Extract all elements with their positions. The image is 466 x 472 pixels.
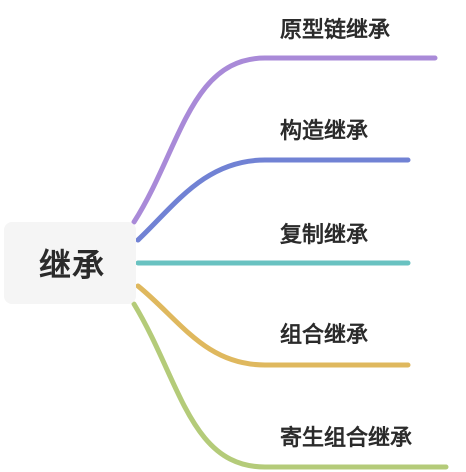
branch-label-prototype-chain[interactable]: 原型链继承	[280, 18, 391, 43]
connector-branch-parasitic-combination	[131, 301, 449, 470]
branch-label-copy[interactable]: 复制继承	[280, 223, 369, 248]
root-label: 继承	[38, 246, 105, 284]
connector-branch-combination	[135, 283, 411, 368]
root-node[interactable]: 继承	[4, 222, 136, 304]
connector-branch-prototype-chain	[131, 55, 438, 225]
connector-branch-constructor	[135, 157, 411, 243]
branch-label-constructor[interactable]: 构造继承	[280, 119, 369, 144]
branch-label-combination[interactable]: 组合继承	[280, 323, 369, 348]
branch-label-parasitic-combination[interactable]: 寄生组合继承	[280, 426, 413, 451]
